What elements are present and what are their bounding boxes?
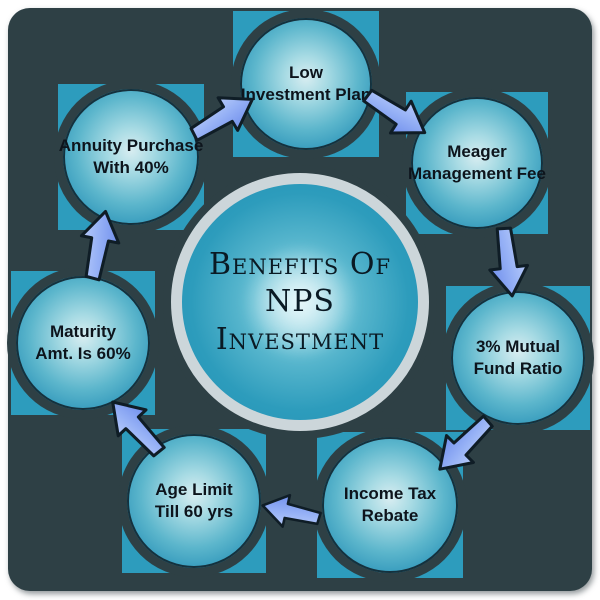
- diagram-title-line2: NPS Investment: [215, 284, 385, 357]
- node-label: Rebate: [361, 506, 419, 525]
- node-label: Low: [289, 62, 323, 82]
- node-label: Maturity: [49, 321, 117, 341]
- node-label: Till 60 yrs: [154, 502, 234, 521]
- node-mutual-fund-ratio: 3% Mutual Fund Ratio: [451, 291, 585, 425]
- node-label: Income Tax: [343, 483, 437, 503]
- node-income-tax-rebate: Income Tax Rebate: [322, 437, 458, 573]
- diagram-title: Benefits Of NPS Investment: [182, 246, 418, 359]
- node-low-investment-plan: Low Investment Plan: [240, 18, 372, 150]
- node-meager-management-fee: Meager Management Fee: [408, 97, 546, 229]
- arrow-meager-to-mutual-icon: [482, 222, 535, 303]
- center-circle: Benefits Of NPS Investment: [171, 173, 429, 431]
- node-label: Age Limit: [155, 479, 233, 499]
- node-maturity-amount: Maturity Amt. Is 60%: [16, 276, 150, 410]
- node-label: With 40%: [93, 158, 169, 177]
- node-label: Management Fee: [408, 164, 546, 183]
- node-label: 3% Mutual: [475, 336, 561, 356]
- node-annuity-purchase: Annuity Purchase With 40%: [59, 89, 203, 225]
- node-label: Investment Plan: [240, 85, 372, 104]
- node-label: Meager: [447, 141, 507, 161]
- node-label: Fund Ratio: [473, 359, 563, 378]
- diagram-title-line1: Benefits Of: [208, 246, 392, 282]
- node-label: Annuity Purchase: [58, 135, 204, 155]
- node-label: Amt. Is 60%: [35, 344, 131, 363]
- node-age-limit: Age Limit Till 60 yrs: [127, 434, 261, 568]
